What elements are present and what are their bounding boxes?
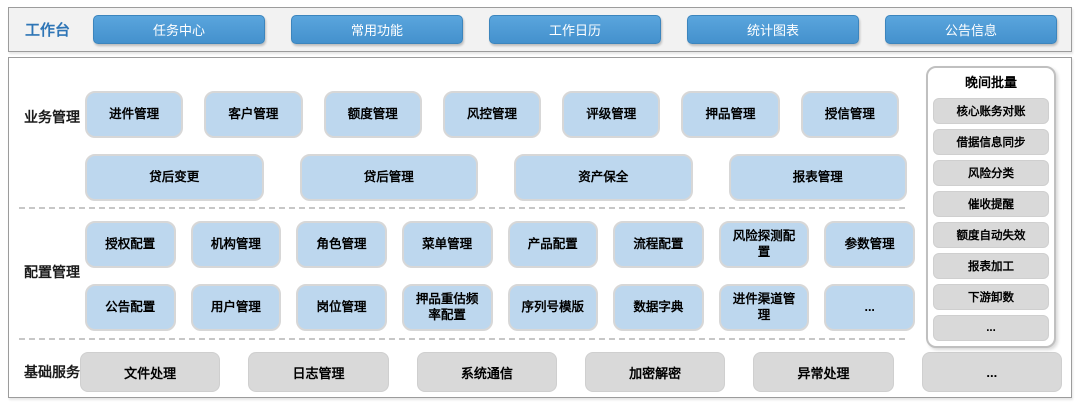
batch-collection-reminder[interactable]: 催收提醒 bbox=[933, 191, 1049, 217]
tile-file-processing[interactable]: 文件处理 bbox=[80, 352, 221, 392]
wb-btn-statistics-charts[interactable]: 统计图表 bbox=[687, 15, 859, 44]
batch-report-processing[interactable]: 报表加工 bbox=[933, 253, 1049, 279]
wb-btn-task-center[interactable]: 任务中心 bbox=[93, 15, 265, 44]
section-label-config: 配置管理 bbox=[24, 264, 80, 280]
tile-risk-detection-config[interactable]: 风险探测配置 bbox=[718, 221, 810, 268]
night-batch-panel: 晚间批量 核心账务对账 借据信息同步 风险分类 催收提醒 额度自动失效 报表加工… bbox=[926, 66, 1056, 348]
tile-organization-management[interactable]: 机构管理 bbox=[190, 221, 282, 268]
tile-user-management[interactable]: 用户管理 bbox=[190, 284, 282, 331]
tile-credit-management[interactable]: 授信管理 bbox=[800, 91, 899, 138]
wb-btn-common-functions[interactable]: 常用功能 bbox=[291, 15, 463, 44]
main-panel: 业务管理 进件管理 客户管理 额度管理 风控管理 评级管理 押品管理 授信管理 … bbox=[8, 57, 1072, 398]
business-row-2: 贷后变更 贷后管理 资产保全 报表管理 bbox=[85, 154, 907, 201]
tile-serial-number-template[interactable]: 序列号模版 bbox=[507, 284, 599, 331]
tile-announcement-config[interactable]: 公告配置 bbox=[85, 284, 176, 331]
night-batch-title: 晚间批量 bbox=[964, 75, 1017, 90]
tile-rating-management[interactable]: 评级管理 bbox=[562, 91, 661, 138]
tile-workflow-config[interactable]: 流程配置 bbox=[613, 221, 704, 268]
workbench-buttons: 任务中心 常用功能 工作日历 统计图表 公告信息 bbox=[85, 15, 1071, 44]
tile-log-management[interactable]: 日志管理 bbox=[248, 352, 389, 392]
workbench-bar: 工作台 任务中心 常用功能 工作日历 统计图表 公告信息 bbox=[8, 7, 1072, 52]
config-row-2: 公告配置 用户管理 岗位管理 押品重估频率配置 序列号模版 数据字典 进件渠道管… bbox=[85, 284, 915, 331]
wb-btn-announcement-info[interactable]: 公告信息 bbox=[885, 15, 1057, 44]
batch-risk-classification[interactable]: 风险分类 bbox=[933, 160, 1049, 186]
wb-btn-work-calendar[interactable]: 工作日历 bbox=[489, 15, 661, 44]
tile-base-more[interactable]: ... bbox=[921, 352, 1062, 392]
batch-downstream-data-export[interactable]: 下游卸数 bbox=[933, 284, 1049, 310]
tile-menu-management[interactable]: 菜单管理 bbox=[401, 221, 493, 268]
workbench-label: 工作台 bbox=[25, 22, 71, 39]
tile-role-management[interactable]: 角色管理 bbox=[296, 221, 387, 268]
tile-authorization-config[interactable]: 授权配置 bbox=[85, 221, 176, 268]
config-row-1: 授权配置 机构管理 角色管理 菜单管理 产品配置 流程配置 风险探测配置 参数管… bbox=[85, 221, 915, 268]
batch-quota-auto-expiry[interactable]: 额度自动失效 bbox=[933, 222, 1049, 248]
tile-system-communication[interactable]: 系统通信 bbox=[416, 352, 557, 392]
tile-encryption-decryption[interactable]: 加密解密 bbox=[584, 352, 726, 392]
tile-config-more[interactable]: ... bbox=[824, 284, 915, 331]
tile-post-loan-change[interactable]: 贷后变更 bbox=[85, 154, 264, 201]
tile-collateral-revaluation-frequency-config[interactable]: 押品重估频率配置 bbox=[401, 284, 493, 331]
section-label-business: 业务管理 bbox=[24, 109, 80, 125]
tile-parameter-management[interactable]: 参数管理 bbox=[824, 221, 915, 268]
tile-intake-channel-management[interactable]: 进件渠道管理 bbox=[718, 284, 810, 331]
base-services-row: 文件处理 日志管理 系统通信 加密解密 异常处理 ... bbox=[80, 352, 1062, 392]
tile-customer-management[interactable]: 客户管理 bbox=[204, 91, 303, 138]
tile-position-management[interactable]: 岗位管理 bbox=[296, 284, 387, 331]
business-row-1: 进件管理 客户管理 额度管理 风控管理 评级管理 押品管理 授信管理 bbox=[85, 91, 899, 138]
tile-data-dictionary[interactable]: 数据字典 bbox=[613, 284, 704, 331]
tile-asset-preservation[interactable]: 资产保全 bbox=[514, 154, 693, 201]
dashed-divider-config-base bbox=[19, 338, 905, 340]
tile-product-config[interactable]: 产品配置 bbox=[507, 221, 599, 268]
tile-post-loan-management[interactable]: 贷后管理 bbox=[299, 154, 478, 201]
tile-collateral-management[interactable]: 押品管理 bbox=[681, 91, 780, 138]
tile-intake-management[interactable]: 进件管理 bbox=[85, 91, 184, 138]
tile-quota-management[interactable]: 额度管理 bbox=[323, 91, 422, 138]
dashed-divider-business-config bbox=[19, 207, 905, 209]
tile-risk-control-management[interactable]: 风控管理 bbox=[442, 91, 542, 138]
batch-more[interactable]: ... bbox=[933, 315, 1049, 341]
section-label-base-services: 基础服务 bbox=[24, 364, 80, 380]
batch-core-account-reconciliation[interactable]: 核心账务对账 bbox=[933, 98, 1049, 124]
tile-report-management[interactable]: 报表管理 bbox=[728, 154, 907, 201]
tile-exception-handling[interactable]: 异常处理 bbox=[753, 352, 894, 392]
batch-loan-receipt-info-sync[interactable]: 借据信息同步 bbox=[933, 129, 1049, 155]
